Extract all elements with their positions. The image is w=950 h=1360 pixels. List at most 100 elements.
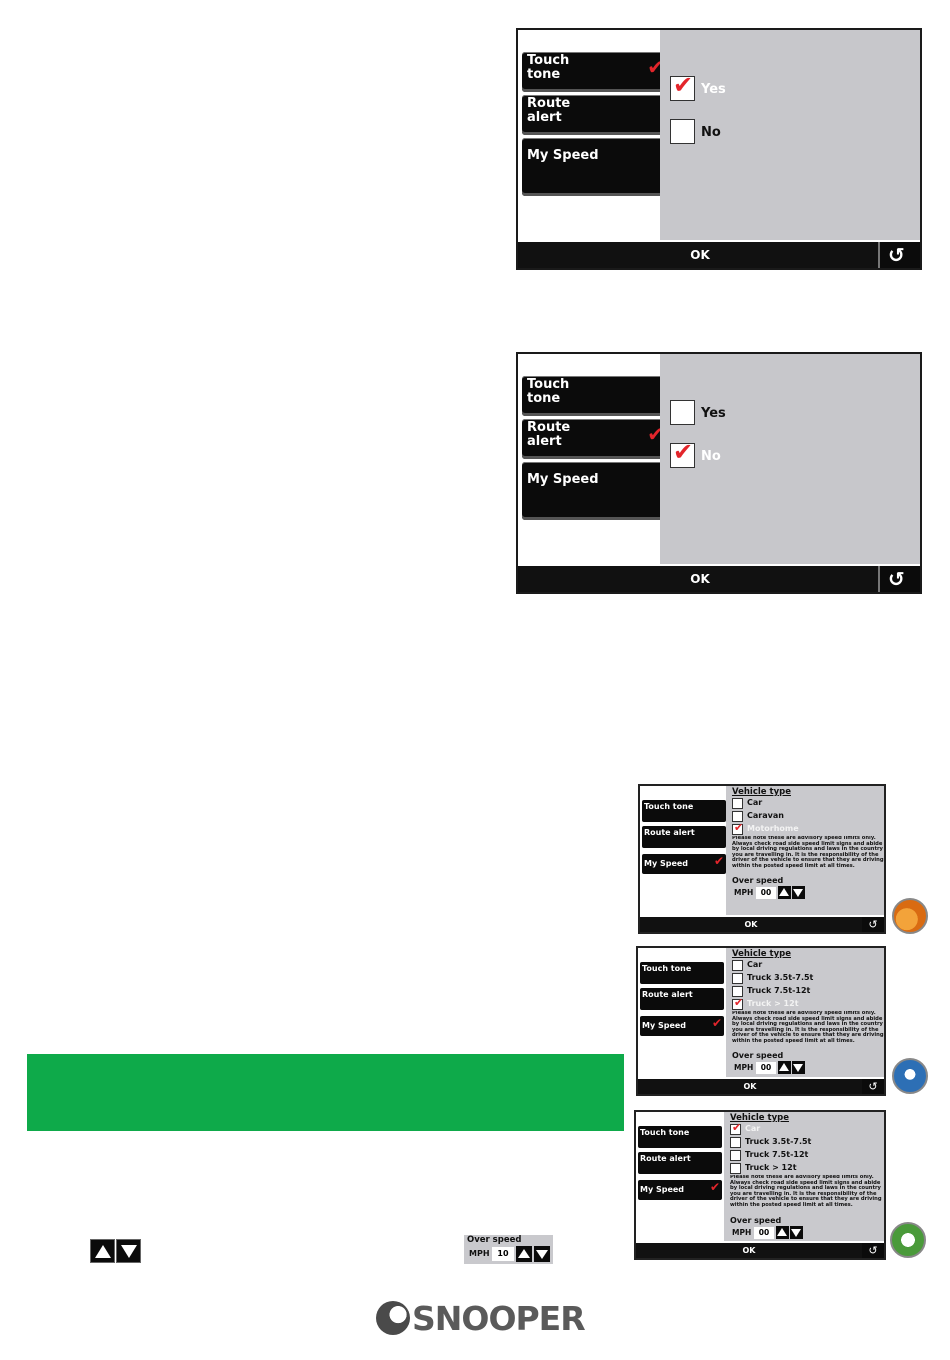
menu-item-touch-tone[interactable]: Touch tone ✔	[522, 52, 668, 92]
vehicle-label: Truck 3.5t-7.5t	[745, 1137, 812, 1146]
down-arrow-icon	[793, 889, 803, 897]
vehicle-checkbox[interactable]	[730, 1137, 741, 1148]
settings-sidebar: Touch tone Route alert ✔ My Speed	[518, 354, 668, 592]
ok-button[interactable]: OK	[518, 566, 882, 592]
options-panel: Yes ✔ No	[660, 354, 920, 564]
vehicle-panel: Vehicle type ✔ Car Truck 3.5t-7.5t Truck…	[724, 1112, 884, 1241]
menu-item-my-speed[interactable]: My Speed ✔	[640, 1016, 724, 1036]
yes-option-label: Yes	[701, 406, 726, 421]
up-arrow-button[interactable]	[778, 886, 791, 899]
back-button[interactable]: ↺	[878, 242, 920, 268]
down-arrow-button[interactable]	[792, 1061, 805, 1074]
checkmark-icon: ✔	[732, 1121, 742, 1134]
my-speed-screen-truck: Touch tone Route alert My Speed ✔ Vehicl…	[636, 946, 886, 1096]
ok-button[interactable]: OK	[636, 1243, 862, 1258]
vehicle-label: Motorhome	[747, 824, 799, 833]
vehicle-label: Truck > 12t	[747, 999, 799, 1008]
vehicle-checkbox[interactable]	[732, 986, 743, 997]
vehicle-label: Car	[747, 798, 763, 807]
settings-screen-touch-tone: Touch tone ✔ Route alert My Speed ✔ Yes …	[516, 28, 922, 270]
vehicle-label: Truck 7.5t-12t	[747, 986, 811, 995]
menu-item-route-alert[interactable]: Route alert	[642, 826, 726, 848]
down-arrow-button[interactable]	[116, 1239, 141, 1263]
up-arrow-button[interactable]	[90, 1239, 115, 1263]
down-arrow-button[interactable]	[790, 1226, 803, 1239]
up-arrow-button[interactable]	[516, 1246, 532, 1262]
vehicle-checkbox[interactable]: ✔	[732, 821, 744, 835]
green-brand-badge-icon	[890, 1222, 926, 1258]
speed-unit: MPH	[734, 888, 754, 897]
no-checkbox[interactable]	[670, 119, 695, 144]
menu-item-route-alert[interactable]: Route alert	[522, 95, 668, 135]
no-option-label: No	[701, 125, 721, 140]
yes-option-label: Yes	[701, 82, 726, 97]
menu-item-touch-tone[interactable]: Touch tone	[522, 376, 668, 416]
menu-item-touch-tone[interactable]: Touch tone	[640, 962, 724, 984]
checkmark-icon: ✔	[673, 71, 694, 99]
vehicle-checkbox[interactable]: ✔	[732, 996, 743, 1010]
menu-item-label: My Speed	[527, 148, 599, 163]
down-arrow-icon	[793, 1064, 803, 1072]
menu-item-route-alert[interactable]: Route alert	[640, 988, 724, 1010]
vehicle-label: Caravan	[747, 811, 784, 820]
ok-button[interactable]: OK	[638, 1079, 862, 1094]
yes-checkbox[interactable]	[670, 400, 695, 425]
menu-item-route-alert[interactable]: Route alert ✔	[522, 419, 668, 459]
down-arrow-icon	[791, 1229, 801, 1237]
advisory-note: Please note these are advisory speed lim…	[732, 1011, 884, 1044]
menu-item-label: My Speed	[527, 472, 599, 487]
checkmark-icon: ✔	[673, 438, 694, 466]
checkmark-icon: ✔	[647, 55, 664, 79]
up-arrow-button[interactable]	[776, 1226, 789, 1239]
my-speed-screen-car: Touch tone Route alert My Speed ✔ Vehicl…	[634, 1110, 886, 1260]
over-speed-value[interactable]: 00	[756, 1062, 776, 1074]
over-speed-label: Over speed	[730, 1216, 782, 1225]
vehicle-checkbox[interactable]	[732, 798, 743, 809]
vehicle-checkbox[interactable]	[732, 960, 743, 971]
vehicle-panel: Vehicle type Car Caravan ✔ Motorhome Ple…	[726, 786, 884, 915]
over-speed-value[interactable]: 00	[754, 1227, 774, 1239]
menu-item-touch-tone[interactable]: Touch tone	[642, 800, 726, 822]
vehicle-checkbox[interactable]: ✔	[730, 1121, 742, 1135]
back-arrow-icon: ↺	[868, 918, 878, 931]
vehicle-checkbox[interactable]	[732, 811, 743, 822]
down-arrow-button[interactable]	[534, 1246, 550, 1262]
checkmark-icon: ✔	[734, 821, 744, 834]
snooper-logo-icon	[376, 1301, 410, 1335]
up-arrow-button[interactable]	[778, 1061, 791, 1074]
yes-checkbox[interactable]: ✔	[670, 71, 695, 101]
menu-item-my-speed[interactable]: My Speed	[522, 462, 668, 520]
vehicle-checkbox[interactable]	[730, 1150, 741, 1161]
advisory-note: Please note these are advisory speed lim…	[730, 1175, 882, 1208]
over-speed-label: Over speed	[732, 876, 784, 885]
back-arrow-icon: ↺	[888, 243, 905, 267]
advisory-note: Please note these are advisory speed lim…	[732, 836, 884, 869]
menu-item-touch-tone[interactable]: Touch tone	[638, 1126, 722, 1148]
menu-item-my-speed[interactable]: My Speed ✔	[638, 1180, 722, 1200]
menu-item-route-alert[interactable]: Route alert	[638, 1152, 722, 1174]
back-button[interactable]: ↺	[862, 1079, 884, 1094]
back-arrow-icon: ↺	[868, 1244, 878, 1257]
vehicle-type-title: Vehicle type	[732, 949, 791, 959]
over-speed-label: Over speed	[467, 1235, 522, 1245]
down-arrow-button[interactable]	[792, 886, 805, 899]
vehicle-checkbox[interactable]	[730, 1163, 741, 1174]
menu-item-label: My Speed	[644, 859, 689, 868]
back-button[interactable]: ↺	[862, 1243, 884, 1258]
back-arrow-icon: ↺	[868, 1080, 878, 1093]
back-button[interactable]: ↺	[878, 566, 920, 592]
menu-item-my-speed[interactable]: My Speed ✔	[642, 854, 726, 874]
over-speed-value[interactable]: 00	[756, 887, 776, 899]
checkmark-icon: ✔	[647, 422, 664, 446]
vehicle-checkbox[interactable]	[732, 973, 743, 984]
speed-unit: MPH	[732, 1228, 752, 1237]
ok-button[interactable]: OK	[518, 242, 882, 268]
menu-item-my-speed[interactable]: My Speed	[522, 138, 668, 196]
up-arrow-icon	[777, 1228, 787, 1236]
ok-button[interactable]: OK	[640, 917, 862, 932]
back-button[interactable]: ↺	[862, 917, 884, 932]
no-checkbox[interactable]: ✔	[670, 438, 695, 468]
checkmark-icon: ✔	[709, 1180, 720, 1194]
settings-sidebar: Touch tone ✔ Route alert My Speed	[518, 30, 668, 268]
over-speed-value[interactable]: 10	[492, 1247, 514, 1261]
